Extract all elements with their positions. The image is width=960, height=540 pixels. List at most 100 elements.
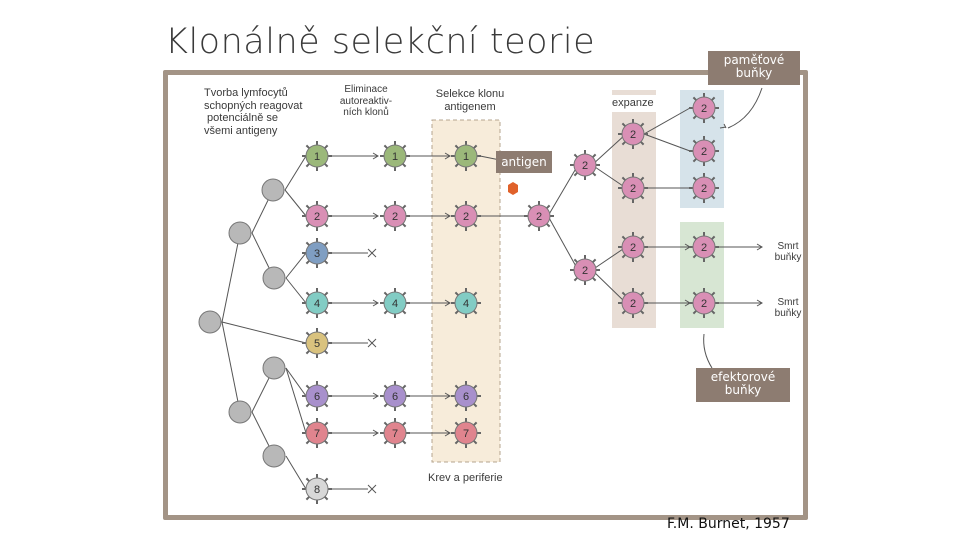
receptor-spike (305, 223, 310, 228)
antigen-particle (508, 182, 518, 195)
connector-line (547, 164, 579, 217)
cell-body (305, 241, 329, 265)
receptor-spike (324, 241, 329, 246)
cell-body (692, 291, 716, 315)
cell-number: 8 (314, 484, 320, 496)
receptor-spike (402, 291, 407, 296)
cell-number: 2 (701, 103, 707, 115)
receptor-spike (692, 254, 697, 259)
receptor-spike (473, 223, 478, 228)
diagram-frame (163, 70, 808, 520)
cell-body (527, 204, 551, 228)
cell-body (621, 176, 645, 200)
cell-number: 2 (701, 146, 707, 158)
connector-line (285, 367, 307, 397)
receptor-spike (324, 477, 329, 482)
lymphocyte-cell: 4 (302, 288, 332, 318)
receptor-spike (305, 403, 310, 408)
receptor-spike (692, 115, 697, 120)
cell-number: 2 (701, 242, 707, 254)
cell-body (383, 421, 407, 445)
cell-number: 2 (582, 265, 588, 277)
connector-line (221, 232, 241, 323)
lymphocyte-cell: 2 (570, 150, 600, 180)
receptor-spike (305, 477, 310, 482)
cell-number: 3 (314, 248, 320, 260)
receptor-spike (527, 204, 532, 209)
cell-number: 7 (392, 428, 398, 440)
lymphocyte-cell: 5 (302, 328, 332, 358)
cell-body (621, 235, 645, 259)
receptor-spike (383, 163, 388, 168)
receptor-spike (473, 204, 478, 209)
cell-body (262, 266, 286, 290)
cell-body (262, 356, 286, 380)
receptor-spike (324, 144, 329, 149)
lymphocyte-cell: 2 (689, 173, 719, 203)
lymphocyte-cell: 2 (689, 232, 719, 262)
receptor-spike (711, 176, 716, 181)
cell-number: 2 (392, 211, 398, 223)
cell-body (305, 421, 329, 445)
receptor-spike (305, 440, 310, 445)
citation: F.M. Burnet, 1957 (667, 516, 790, 532)
cell-number: 2 (630, 129, 636, 141)
receptor-spike (711, 235, 716, 240)
lymphocyte-cell: 2 (618, 173, 648, 203)
connector-line (221, 321, 241, 413)
cell-number: 2 (630, 183, 636, 195)
receptor-spike (454, 223, 459, 228)
receptor-spike (454, 204, 459, 209)
cell-body (261, 178, 285, 202)
receptor-spike (402, 223, 407, 228)
receptor-spike (454, 291, 459, 296)
lymphocyte-cell (228, 221, 252, 245)
receptor-spike (692, 195, 697, 200)
expansion-band-top (612, 90, 656, 95)
cell-body (454, 204, 478, 228)
lymphocyte-cell (228, 400, 252, 424)
cell-number: 2 (630, 298, 636, 310)
receptor-spike (473, 421, 478, 426)
receptor-spike (546, 223, 551, 228)
receptor-spike (640, 310, 645, 315)
receptor-spike (454, 384, 459, 389)
receptor-spike (324, 403, 329, 408)
cell-body (621, 291, 645, 315)
lymphocyte-cell (262, 356, 286, 380)
connector-line (591, 133, 627, 166)
receptor-spike (573, 153, 578, 158)
receptor-spike (621, 235, 626, 240)
lymphocyte-cell: 4 (451, 288, 481, 318)
receptor-spike (692, 96, 697, 101)
cell-body (228, 221, 252, 245)
lymphocyte-cell: 2 (570, 255, 600, 285)
connector-line (591, 246, 627, 271)
block-mark (367, 248, 377, 258)
lymphocyte-cell: 1 (380, 141, 410, 171)
receptor-spike (305, 260, 310, 265)
receptor-spike (305, 291, 310, 296)
receptor-spike (324, 223, 329, 228)
lymphocyte-cell: 7 (302, 418, 332, 448)
receptor-spike (711, 158, 716, 163)
cell-number: 4 (392, 298, 398, 310)
effector-cells-tag: efektorové buňky (696, 368, 790, 402)
receptor-spike (573, 172, 578, 177)
receptor-spike (711, 139, 716, 144)
receptor-spike (454, 144, 459, 149)
receptor-spike (640, 176, 645, 181)
memory-cells-tag: paměťové buňky (708, 51, 800, 85)
connector-line (643, 133, 691, 152)
receptor-spike (473, 291, 478, 296)
lymphocyte-cell: 6 (380, 381, 410, 411)
memory-pointer-head (719, 123, 727, 129)
receptor-spike (454, 440, 459, 445)
lymphocyte-cell: 2 (618, 119, 648, 149)
lymphocyte-cell: 7 (451, 418, 481, 448)
receptor-spike (402, 310, 407, 315)
receptor-spike (692, 291, 697, 296)
receptor-spike (324, 204, 329, 209)
cell-body (692, 139, 716, 163)
receptor-spike (402, 421, 407, 426)
